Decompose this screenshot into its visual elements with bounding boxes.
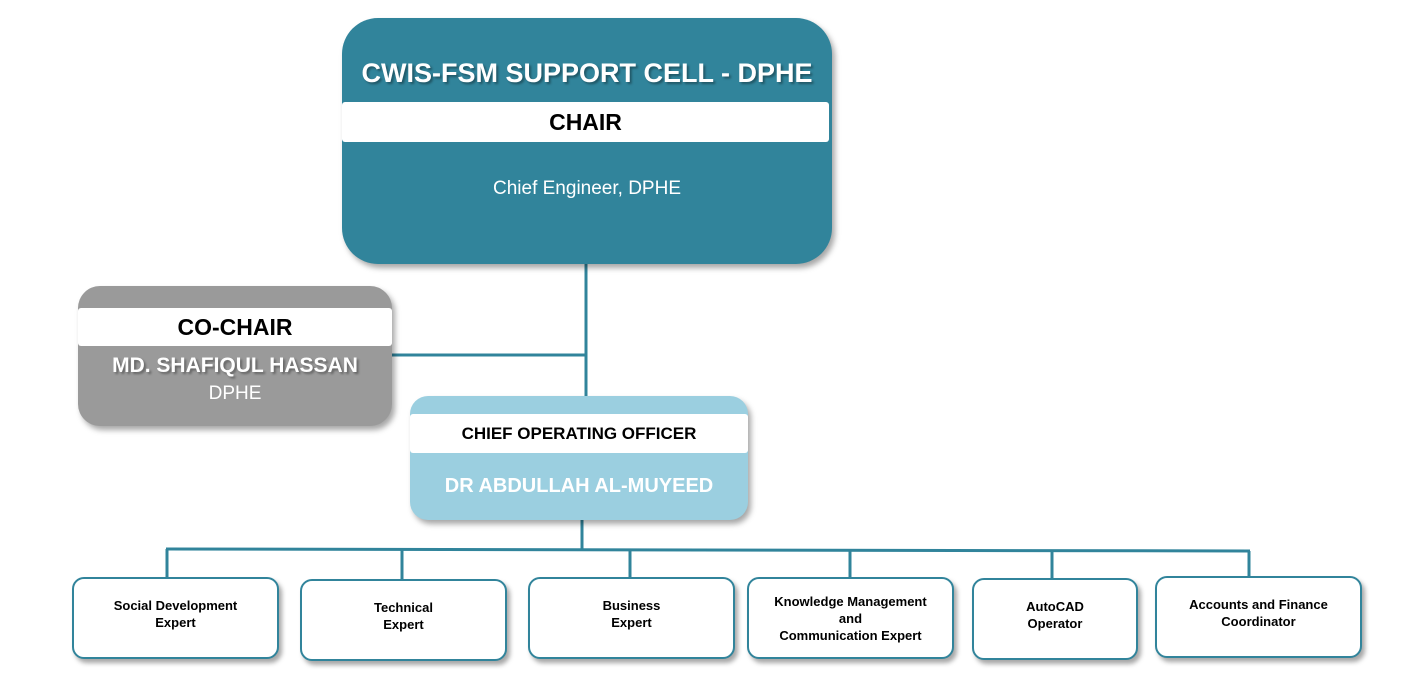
expert-label: Knowledge Management and Communication E… [774,594,927,643]
expert-box-technical: Technical Expert [300,579,507,661]
chair-role-label: CHAIR [342,102,829,142]
coo-role-label: CHIEF OPERATING OFFICER [410,414,748,453]
expert-bus-line [165,547,1251,553]
expert-box-accounts-finance: Accounts and Finance Coordinator [1155,576,1362,658]
org-title: CWIS-FSM SUPPORT CELL - DPHE [361,58,813,88]
expert-box-social-development: Social Development Expert [72,577,279,659]
chair-holder: Chief Engineer, DPHE [493,178,681,199]
co-chair-role-label: CO-CHAIR [78,308,392,346]
co-chair-org: DPHE [208,383,262,404]
expert-label: Accounts and Finance Coordinator [1189,597,1328,629]
co-chair-name: MD. SHAFIQUL HASSAN [112,354,358,377]
chair-box: CWIS-FSM SUPPORT CELL - DPHE CHAIR Chief… [342,18,832,264]
expert-box-knowledge-management: Knowledge Management and Communication E… [747,577,954,659]
expert-label: Social Development Expert [113,598,238,630]
expert-label: Business Expert [602,598,661,630]
co-chair-box: CO-CHAIR MD. SHAFIQUL HASSAN DPHE [78,286,392,426]
coo-box: CHIEF OPERATING OFFICER DR ABDULLAH AL-M… [410,396,748,520]
expert-box-autocad: AutoCAD Operator [972,578,1138,660]
expert-box-business: Business Expert [528,577,735,659]
expert-label: AutoCAD Operator [1026,599,1084,631]
expert-label: Technical Expert [373,600,433,632]
coo-name: DR ABDULLAH AL-MUYEED [444,475,714,497]
